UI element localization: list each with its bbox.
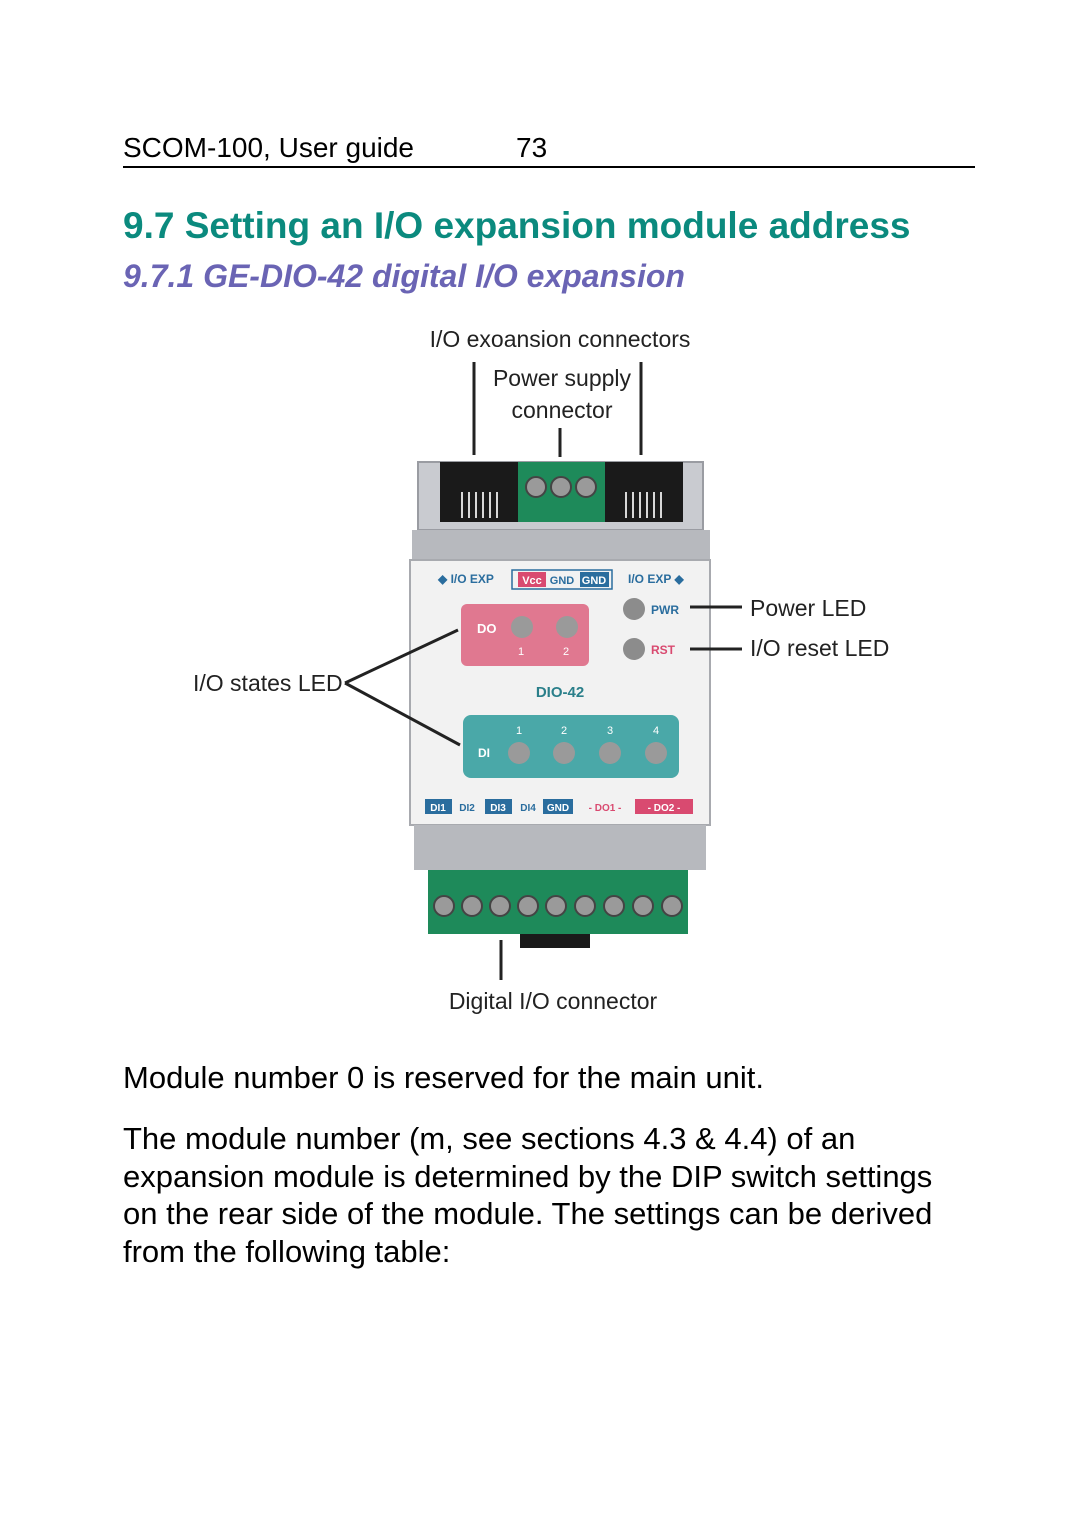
label-pwr: PWR [651,603,679,617]
label-vcc: Vcc [522,575,542,587]
label-di-4: 4 [653,725,659,737]
section-heading: 9.7 Setting an I/O expansion module addr… [123,205,911,246]
callout-expansion-connectors: I/O exoansion connectors [430,326,691,352]
callout-digital-connector: Digital I/O connector [449,988,658,1014]
rj-connector-left [440,462,518,522]
terminal-label-di1: DI1 [430,803,446,814]
callout-states-led: I/O states LED [193,670,343,696]
rst-led [623,638,645,660]
din-clip [520,934,590,948]
callout-power-led: Power LED [750,595,866,621]
terminal-label-do2: - DO2 - [648,803,681,814]
document-title: SCOM-100, User guide [123,132,415,163]
rj-connector-right [605,462,683,522]
page-number: 73 [516,132,548,163]
paragraph-main-unit: Module number 0 is reserved for the main… [123,1060,764,1095]
callout-reset-led: I/O reset LED [750,635,889,661]
terminal-label-do1: - DO1 - [589,803,622,814]
terminal-label-di2: DI2 [459,803,475,814]
device-figure: I/O exoansion connectors Power supply co… [193,326,889,1014]
terminal-label-di4: DI4 [520,803,536,814]
rj-pins-left [461,492,498,518]
page-header: SCOM-100, User guide 73 [123,130,975,168]
rj-pins-right [625,492,662,518]
label-di-3: 3 [607,725,613,737]
label-gnd-2: GND [582,575,607,587]
paragraph-module-number: The module number (m, see sections 4.3 &… [123,1121,933,1269]
label-di-2: 2 [561,725,567,737]
subsection-heading: 9.7.1 GE-DIO-42 digital I/O expansion [123,258,685,294]
do-led-1 [511,616,533,638]
housing-bottom [414,825,706,870]
di-led-4 [645,742,667,764]
label-do: DO [477,621,497,636]
di-led-3 [599,742,621,764]
housing-step [412,530,710,560]
di-led-2 [553,742,575,764]
label-gnd-1: GND [550,575,575,587]
label-do-1: 1 [518,646,524,658]
label-rst: RST [651,643,676,657]
io-terminal-screws [433,895,683,917]
di-led-1 [508,742,530,764]
label-io-exp-right: I/O EXP ◆ [628,572,684,586]
callout-line-states-di [344,681,461,747]
model-label: DIO-42 [536,684,584,701]
callout-line-states-do [344,628,459,685]
callout-power-supply-line2: connector [511,397,612,423]
label-io-exp-left: ◆ I/O EXP [437,572,494,586]
do-led-2 [556,616,578,638]
callout-power-supply-line1: Power supply [493,365,632,391]
pwr-led [623,598,645,620]
label-do-2: 2 [563,646,569,658]
terminal-label-gnd: GND [547,803,569,814]
label-di-1: 1 [516,725,522,737]
label-di: DI [478,746,490,760]
terminal-label-di3: DI3 [490,803,506,814]
